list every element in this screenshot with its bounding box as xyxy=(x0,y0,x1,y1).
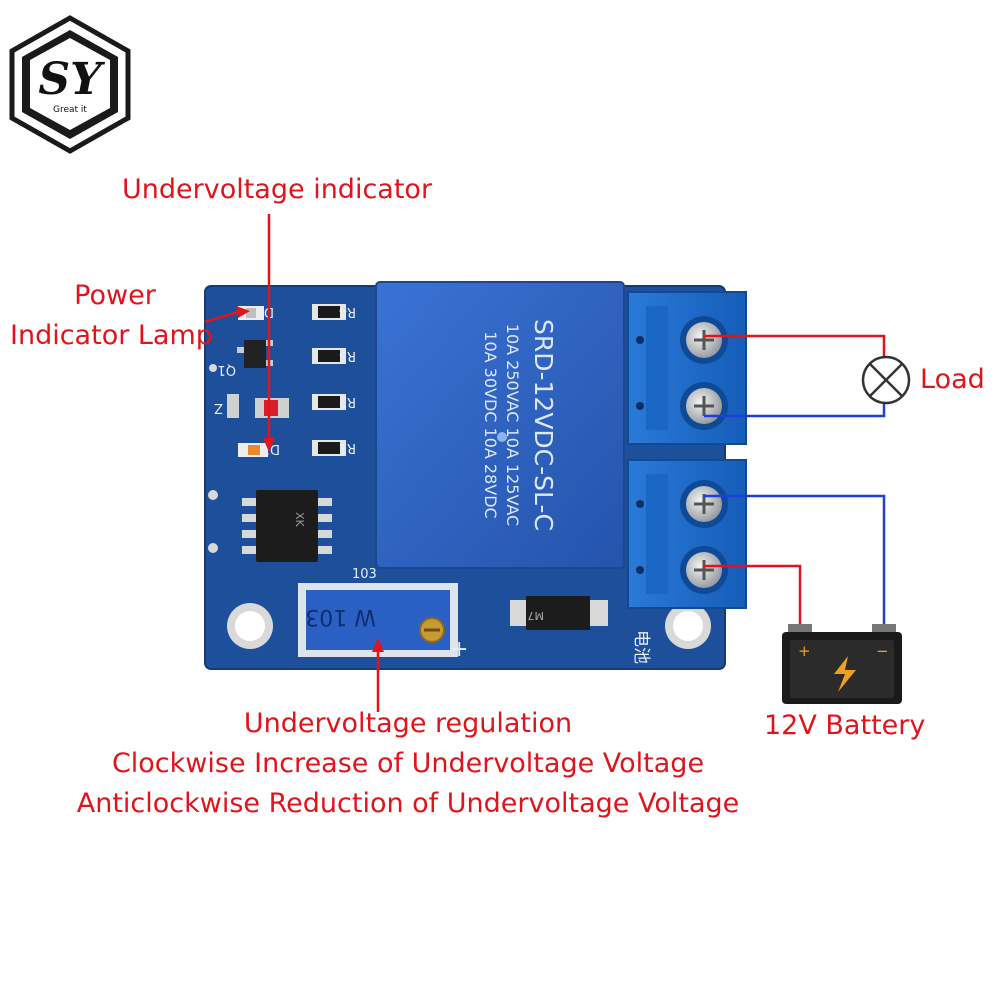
pot-code: 103 xyxy=(352,567,377,582)
power-label-line2: Indicator Lamp xyxy=(10,320,213,351)
battery-plus-mark: + xyxy=(798,642,811,660)
wiring xyxy=(704,334,886,628)
diode-label: M7 xyxy=(528,609,545,622)
label-r1: R1 xyxy=(339,440,356,455)
logo-tagline: Great it xyxy=(53,105,87,115)
power-label-line1: Power xyxy=(74,280,156,311)
label-r3: R3 xyxy=(339,348,356,363)
load-wire-positive xyxy=(704,334,886,356)
label-r4: R4 xyxy=(339,304,356,319)
potentiometer: 103 W 103 + xyxy=(298,567,488,662)
ic-label: XK xyxy=(293,512,306,528)
battery-wire-negative xyxy=(704,494,886,628)
terminal-block-load xyxy=(627,291,747,445)
lightning-icon xyxy=(834,656,856,692)
relay-model: SRD-12VDC-SL-C xyxy=(529,319,558,531)
lamp-symbol xyxy=(861,355,911,405)
ic-chip: XK xyxy=(242,490,332,562)
diode: M7 电池 xyxy=(510,596,651,664)
label-d4: D4 xyxy=(256,304,274,319)
relay: SRD-12VDC-SL-C 10A 250VAC 10A 125VAC 10A… xyxy=(375,281,625,569)
regulation-label-line2: Clockwise Increase of Undervoltage Volta… xyxy=(111,748,705,779)
terminal-block-battery xyxy=(627,459,747,609)
relay-rating-dc: 10A 30VDC 10A 28VDC xyxy=(481,331,500,518)
pot-plus: + xyxy=(450,637,468,662)
label-z: Z xyxy=(214,400,223,415)
power-indicator-line xyxy=(204,310,239,324)
undervoltage-indicator-text: Undervoltage indicator xyxy=(122,174,433,205)
battery-symbol: + − xyxy=(782,624,902,704)
logo-letters: SY xyxy=(38,54,105,105)
pot-label: W 103 xyxy=(305,604,376,629)
regulation-label-line1: Undervoltage regulation xyxy=(243,708,573,739)
battery-cn-label: 电池 xyxy=(631,630,651,664)
annotation-lines xyxy=(204,214,384,712)
label-q1: Q1 xyxy=(217,362,236,377)
brand-logo: SY Great it xyxy=(9,15,131,154)
battery-label: 12V Battery xyxy=(764,710,926,741)
battery-wire-positive xyxy=(704,564,802,628)
relay-rating-ac: 10A 250VAC 10A 125VAC xyxy=(503,324,522,526)
regulation-label-line3: Anticlockwise Reduction of Undervoltage … xyxy=(76,788,740,819)
battery-minus-mark: − xyxy=(876,642,889,660)
smd-components: D4 Q1 Z D3 R4 R3 R2 R1 XK xyxy=(214,304,356,562)
label-r2: R2 xyxy=(339,394,356,409)
load-label: Load xyxy=(920,364,985,395)
load-wire-negative xyxy=(704,402,886,418)
